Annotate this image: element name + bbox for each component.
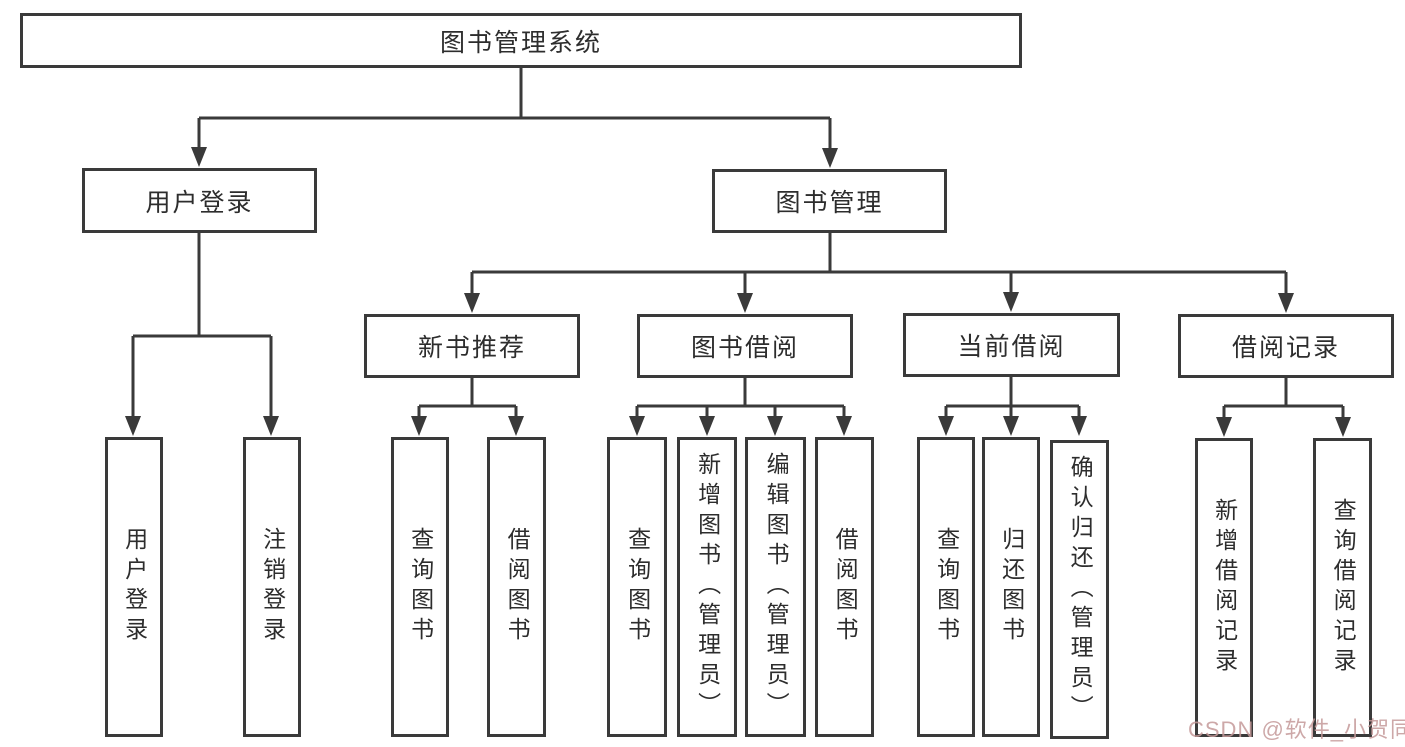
node-nbr-borrow-book-label: 借阅图书 [504,527,531,647]
node-cb-confirm-return: 确认归还（管理员） [1050,440,1109,739]
node-bb-add-book: 新增图书（管理员） [677,437,737,737]
node-cb-query-book: 查询图书 [917,437,975,737]
node-book-mgmt-group-label: 图书管理 [775,189,884,217]
node-bb-add-book-label: 新增图书（管理员） [694,452,721,722]
node-cb-confirm-return-label: 确认归还（管理员） [1067,454,1094,725]
node-nbr-query-book: 查询图书 [391,437,449,737]
node-root-label: 图书管理系统 [439,28,602,57]
node-bb-query-book-label: 查询图书 [624,527,651,647]
node-root: 图书管理系统 [20,13,1022,68]
node-nbr-borrow-book: 借阅图书 [487,437,546,737]
node-leaf-logout-label: 注销登录 [259,527,286,647]
node-book-borrow: 图书借阅 [637,314,853,378]
node-new-book-rec-label: 新书推荐 [417,334,526,362]
node-br-add-record-label: 新增借阅记录 [1211,497,1238,678]
node-book-mgmt-group: 图书管理 [712,169,947,233]
node-leaf-logout: 注销登录 [243,437,301,737]
node-leaf-user-login-label: 用户登录 [121,527,148,647]
node-bb-edit-book: 编辑图书（管理员） [745,437,806,737]
node-borrow-records: 借阅记录 [1178,314,1394,378]
node-new-book-rec: 新书推荐 [364,314,580,378]
node-leaf-user-login: 用户登录 [105,437,163,737]
node-bb-borrow-book-label: 借阅图书 [832,527,859,647]
csdn-watermark: CSDN @软件_小贺同学 [1188,717,1405,742]
node-cb-query-book-label: 查询图书 [933,527,960,647]
node-br-add-record: 新增借阅记录 [1195,438,1253,737]
node-user-login-group: 用户登录 [82,168,317,233]
node-user-login-group-label: 用户登录 [145,188,254,217]
node-book-borrow-label: 图书借阅 [690,334,799,362]
node-bb-borrow-book: 借阅图书 [815,437,874,737]
node-borrow-records-label: 借阅记录 [1231,334,1340,362]
node-br-query-record-label: 查询借阅记录 [1330,497,1357,678]
node-current-borrow: 当前借阅 [903,313,1120,377]
node-bb-edit-book-label: 编辑图书（管理员） [763,452,790,722]
node-cb-return-book: 归还图书 [982,437,1040,737]
node-br-query-record: 查询借阅记录 [1313,438,1372,737]
node-nbr-query-book-label: 查询图书 [407,527,434,647]
node-current-borrow-label: 当前借阅 [957,333,1066,361]
node-cb-return-book-label: 归还图书 [998,527,1025,647]
node-bb-query-book: 查询图书 [607,437,667,737]
